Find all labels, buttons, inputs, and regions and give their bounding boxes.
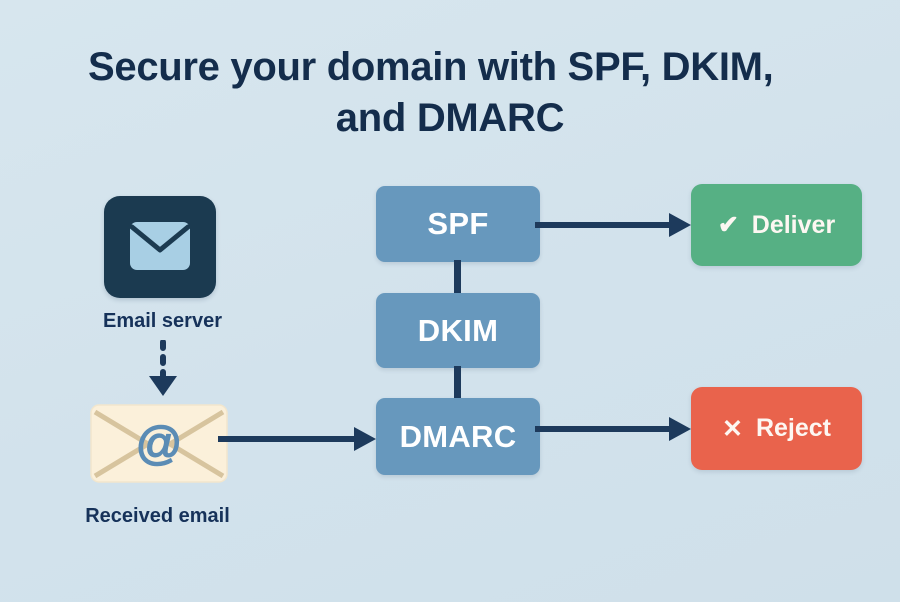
- svg-text:@: @: [136, 417, 183, 469]
- email-server-label: Email server: [103, 310, 222, 332]
- page-title-line-1: Secure your domain with SPF, DKIM,: [88, 45, 774, 89]
- check-icon: ✔: [717, 211, 739, 239]
- envelope-icon: [130, 222, 190, 270]
- received-email-icon: @ @: [90, 404, 228, 483]
- outcome-label-reject: Reject: [755, 414, 831, 442]
- connector-spf-to-dkim: [454, 260, 461, 295]
- page-title-line-2: and DMARC: [335, 96, 565, 140]
- page-title: Secure your domain with SPF, DKIM, and D…: [88, 42, 812, 144]
- connector-email-to-dmarc-icon: [218, 427, 376, 451]
- outcome-badge-deliver[interactable]: ✔ Deliver: [691, 184, 862, 266]
- received-email-label: Received email: [85, 505, 230, 527]
- cross-icon: ✕: [722, 414, 743, 443]
- mechanism-label-spf: SPF: [427, 206, 489, 241]
- connector-dkim-to-dmarc: [454, 366, 461, 400]
- connector-spf-to-deliver-icon: [535, 213, 691, 237]
- mechanism-box-dkim[interactable]: DKIM: [376, 293, 540, 368]
- mechanism-label-dkim: DKIM: [417, 312, 499, 348]
- email-server-icon: [104, 196, 216, 298]
- connector-server-to-email-icon: [149, 340, 177, 396]
- connector-dmarc-to-reject-icon: [535, 417, 691, 441]
- mechanism-box-spf[interactable]: SPF: [376, 186, 540, 262]
- outcome-badge-reject[interactable]: ✕ Reject: [691, 387, 862, 470]
- mechanism-label-dmarc: DMARC: [399, 418, 517, 454]
- mechanism-box-dmarc[interactable]: DMARC: [376, 398, 540, 475]
- outcome-label-deliver: Deliver: [751, 210, 836, 239]
- svg-text:@: @: [136, 417, 183, 469]
